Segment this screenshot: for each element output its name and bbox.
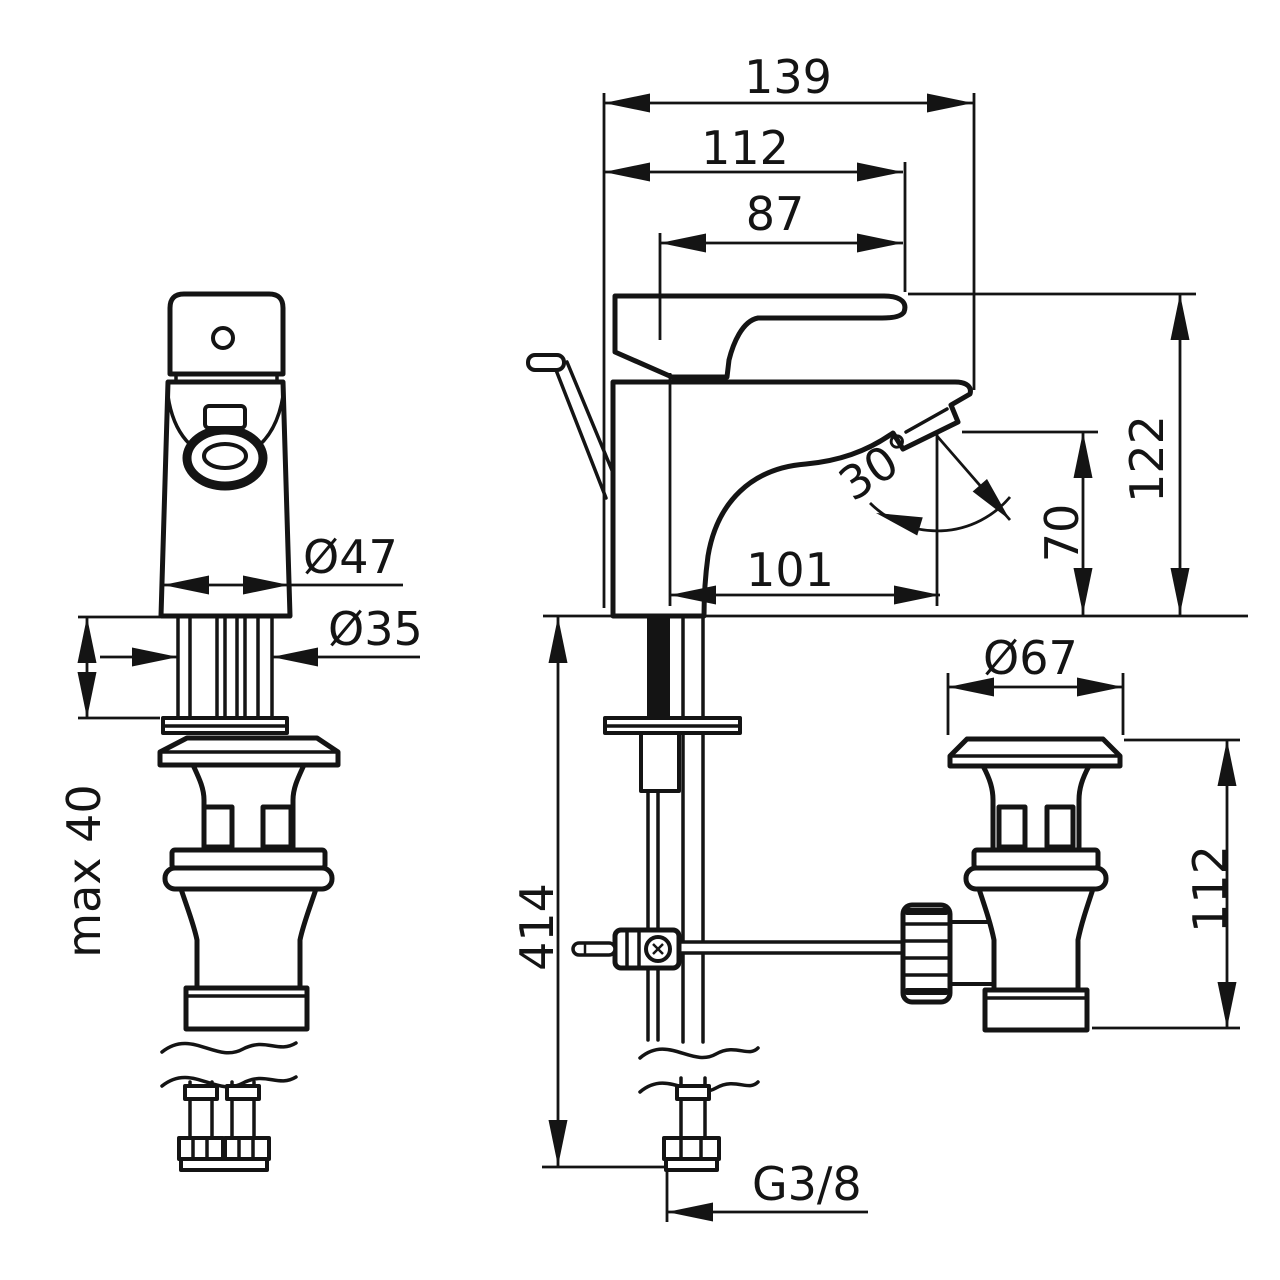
front-aerator-housing [203, 404, 247, 430]
front-hose-nut-left [177, 1136, 225, 1161]
waste-knurled-nut [900, 902, 953, 1005]
side-clamp-pin [571, 941, 617, 957]
front-view [157, 291, 341, 1172]
front-waste-window-left [201, 804, 235, 850]
waste-flange-mid [971, 847, 1101, 871]
side-supply-pipe-mid [681, 731, 705, 1044]
side-break-waves [638, 1046, 760, 1094]
front-nut-plate [179, 1157, 269, 1172]
front-aerator-inner [202, 442, 248, 470]
dim-label-87: 87 [746, 187, 805, 241]
side-popup-rod-bottom [646, 966, 660, 1042]
front-hose-collar-left [183, 1084, 219, 1101]
front-waste-flange-mid [169, 847, 328, 871]
waste-tail [982, 987, 1090, 1033]
side-hose-collar [675, 1084, 711, 1101]
front-break-waves [160, 1041, 298, 1089]
waste-lower-body [976, 886, 1096, 993]
front-shank-pipes [176, 614, 274, 720]
waste-knurl-ribs [901, 922, 952, 977]
front-hose-nut-right [223, 1136, 271, 1161]
side-spout-rim [904, 407, 949, 434]
dimension-labels: 139 112 87 122 70 30° 101 Ø47 Ø35 max 40… [57, 50, 1237, 1211]
dim-label-101: 101 [746, 543, 834, 597]
waste-window-left [996, 804, 1028, 850]
dim-label-d35: Ø35 [328, 602, 423, 656]
waste-knurl-band-bottom [905, 988, 948, 995]
front-waste-tail [183, 985, 310, 1032]
front-hose-collar-right [225, 1084, 261, 1101]
side-popup-rod-inner [565, 360, 618, 482]
side-popup-rod-lower [646, 789, 660, 932]
front-waste-lower-body [178, 886, 319, 991]
side-body [610, 379, 973, 619]
side-nut-facets [679, 1136, 703, 1161]
dim-label-139: 139 [744, 50, 832, 104]
dim-label-122: 122 [1120, 415, 1174, 503]
dim-label-112-top: 112 [701, 121, 789, 175]
front-nut-facets [191, 1136, 255, 1161]
waste-window-right [1044, 804, 1076, 850]
side-hose-nut [662, 1136, 721, 1161]
side-popup-rod-outer [554, 368, 608, 500]
side-view [526, 293, 973, 1172]
waste-valve-view [900, 736, 1123, 1033]
waste-knurl-band-top [905, 908, 948, 915]
side-nut-plate [664, 1157, 719, 1172]
dim-label-70: 70 [1035, 504, 1089, 563]
side-popup-knob [526, 353, 566, 372]
dim-label-d67: Ø67 [983, 631, 1078, 685]
dim-label-max40: max 40 [57, 784, 111, 957]
side-supply-pipe-upper [681, 614, 705, 720]
side-shank-solid [647, 616, 670, 718]
waste-knurl-collar [946, 920, 996, 986]
side-clamp-lines [625, 928, 641, 970]
extension-lines [78, 93, 1248, 1222]
dim-label-d47: Ø47 [303, 530, 398, 584]
dim-label-414: 414 [510, 883, 564, 971]
dim-label-g38: G3/8 [752, 1157, 862, 1211]
front-handle-button [211, 326, 235, 350]
dim-label-112-right: 112 [1183, 845, 1237, 933]
side-handle [612, 293, 908, 380]
front-waste-window-right [260, 804, 294, 850]
front-waste-gasket [162, 865, 335, 892]
dimension-lines: 139 112 87 122 70 30° 101 Ø47 Ø35 max 40… [57, 50, 1248, 1222]
side-rod-housing [639, 731, 681, 793]
side-screw-cross [652, 943, 664, 955]
side-linkage-rod [677, 940, 907, 955]
waste-gasket [963, 865, 1109, 892]
waste-flange [947, 736, 1123, 769]
